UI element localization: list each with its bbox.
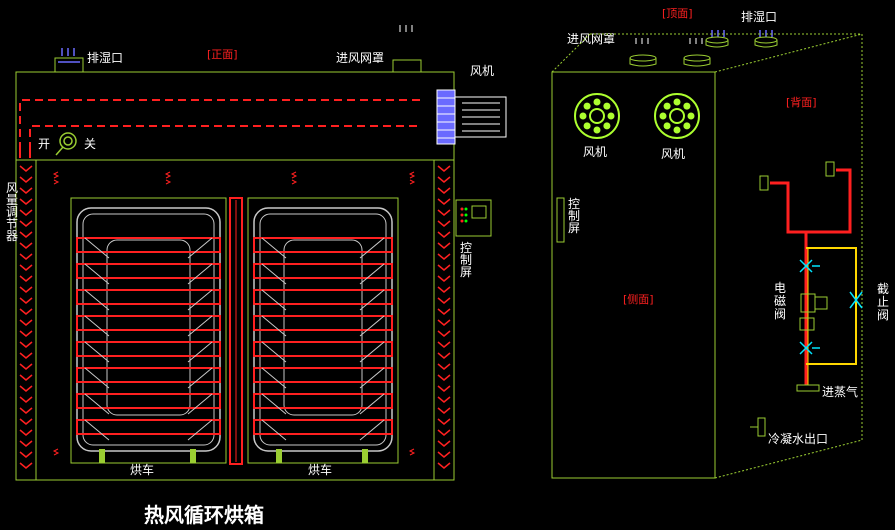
switch-knob-icon xyxy=(55,132,77,156)
side-panel-label: 控制屏 xyxy=(568,197,580,235)
fan-motor xyxy=(454,96,507,138)
cart-right-label: 烘车 xyxy=(308,462,332,477)
front-view: [正面] 排湿口 进风网罩 xyxy=(6,25,507,481)
condensate-outlet xyxy=(750,417,766,437)
air-flow-left-chevrons xyxy=(19,165,33,469)
top-view-label: [顶面] xyxy=(662,7,693,20)
panel-label: 控制屏 xyxy=(460,241,472,279)
panel-label-group: 控制屏 xyxy=(460,241,472,279)
top-vent-marks xyxy=(635,38,703,44)
air-duct-top xyxy=(19,99,420,160)
valve-icons xyxy=(799,259,863,355)
damper-label: 风量调节器 xyxy=(6,181,18,243)
switch-on-label: 开 xyxy=(38,137,50,151)
stop-valve-label-group: 截止阀 xyxy=(877,282,889,322)
back-view-label: [背面] xyxy=(786,95,817,109)
steam-in-label: 进蒸气 xyxy=(822,384,858,399)
fan-1-icon xyxy=(574,93,620,139)
side-control-panel xyxy=(556,197,565,243)
side-fan-right-label: 风机 xyxy=(661,147,685,161)
control-panel-screen xyxy=(471,205,487,219)
side-view-label: [侧面] xyxy=(623,293,654,306)
control-panel-leds xyxy=(464,207,468,223)
solenoid-label-group: 电磁阀 xyxy=(774,281,786,321)
control-panel xyxy=(455,199,492,237)
steam-piping xyxy=(770,168,857,385)
diagram-title: 热风循环烘箱 xyxy=(144,503,264,527)
fan-label: 风机 xyxy=(470,64,494,78)
drying-cart-left xyxy=(70,197,227,464)
side-view: [顶面] 排湿口 进风网罩 风机 xyxy=(551,7,889,479)
exhaust-vent-icon xyxy=(58,48,80,63)
intake-hood xyxy=(392,59,422,73)
drying-cart-right xyxy=(247,197,399,464)
switch-off-label: 关 xyxy=(84,137,96,151)
front-view-label: [正面] xyxy=(207,48,238,61)
intake-vent-icon xyxy=(399,25,413,32)
solenoid-label: 电磁阀 xyxy=(774,281,786,321)
center-heater xyxy=(229,197,243,465)
condensate-label: 冷凝水出口 xyxy=(768,431,828,446)
side-exhaust-label: 排湿口 xyxy=(741,9,777,24)
intake-label: 进风网罩 xyxy=(336,51,384,65)
side-box-outline xyxy=(551,33,863,479)
fan-grille-slats xyxy=(437,97,455,139)
cabinet-outline xyxy=(15,71,455,481)
pipe-flanges xyxy=(759,161,835,392)
cart-left-label: 烘车 xyxy=(130,462,154,477)
exhaust-port xyxy=(54,57,84,73)
fan-2-icon xyxy=(654,93,700,139)
side-intake-label: 进风网罩 xyxy=(567,32,615,46)
fan-motor-fins xyxy=(462,102,500,132)
top-intake-hoods xyxy=(629,36,778,67)
solenoid-body xyxy=(799,293,828,331)
damper-label-group: 风量调节器 xyxy=(6,181,18,243)
side-panel-label-group: 控制屏 xyxy=(568,197,580,235)
exhaust-label: 排湿口 xyxy=(87,50,123,65)
air-flow-right-chevrons xyxy=(437,165,451,469)
control-panel-buttons xyxy=(460,207,464,223)
side-fan-left-label: 风机 xyxy=(583,145,607,159)
stop-valve-label: 截止阀 xyxy=(877,282,889,322)
heat-marks xyxy=(52,171,416,456)
